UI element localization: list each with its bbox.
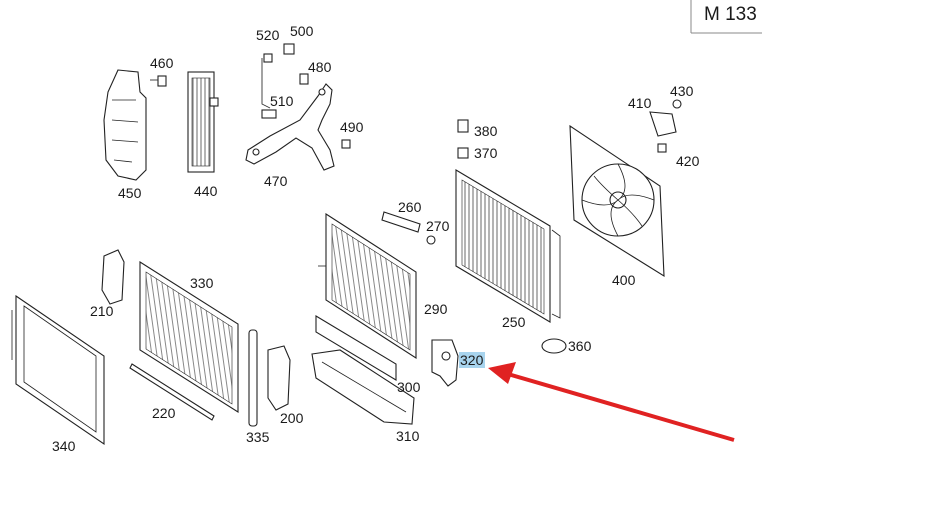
part-300-tank — [315, 315, 397, 381]
label-490: 490 — [340, 119, 364, 135]
part-480-bolt — [299, 73, 309, 85]
part-500-nut — [283, 43, 295, 55]
part-520-screw — [263, 53, 273, 63]
label-210: 210 — [90, 303, 114, 319]
label-330: 330 — [190, 275, 214, 291]
label-310: 310 — [396, 428, 420, 444]
label-500: 500 — [290, 23, 314, 39]
label-380: 380 — [474, 123, 498, 139]
label-430: 430 — [670, 83, 694, 99]
label-520: 520 — [256, 27, 280, 43]
label-420: 420 — [676, 153, 700, 169]
label-510: 510 — [270, 93, 294, 109]
part-335-tube — [248, 329, 258, 427]
diagram-title: M 133 — [704, 4, 757, 25]
part-410-bracket — [649, 111, 677, 137]
part-210-bracket — [101, 249, 125, 305]
label-270: 270 — [426, 218, 450, 234]
part-510-sleeve — [261, 109, 277, 119]
part-220-seal — [129, 363, 215, 421]
label-360: 360 — [568, 338, 592, 354]
label-340: 340 — [52, 438, 76, 454]
part-400-fan-shroud — [569, 124, 665, 278]
part-460-clip — [150, 75, 167, 87]
part-320-bracket — [431, 339, 459, 387]
part-450-cover — [103, 69, 147, 181]
label-220: 220 — [152, 405, 176, 421]
label-290: 290 — [424, 301, 448, 317]
part-340-frame — [11, 294, 105, 446]
part-260-sensor — [381, 211, 421, 233]
part-250-radiator — [455, 169, 561, 323]
part-470-bracket — [245, 58, 335, 171]
part-200-bracket — [267, 345, 291, 411]
label-200: 200 — [280, 410, 304, 426]
label-400: 400 — [612, 272, 636, 288]
label-260: 260 — [398, 199, 422, 215]
label-440: 440 — [194, 183, 218, 199]
label-460: 460 — [150, 55, 174, 71]
title-box: M 133 — [690, 0, 762, 34]
part-380-clip — [457, 119, 469, 133]
part-310-duct — [311, 349, 415, 425]
label-470: 470 — [264, 173, 288, 189]
part-430-nut — [672, 99, 682, 109]
label-320-highlight — [459, 352, 485, 368]
part-330-condenser — [139, 261, 239, 413]
label-300: 300 — [397, 379, 421, 395]
label-410: 410 — [628, 95, 652, 111]
label-320: 320 — [460, 352, 484, 368]
label-335: 335 — [246, 429, 270, 445]
label-480: 480 — [308, 59, 332, 75]
part-360-mount — [541, 338, 567, 354]
part-440-oil-cooler — [187, 71, 219, 173]
part-270-oring — [426, 235, 436, 245]
part-370-clip — [457, 147, 469, 159]
part-420-bolt — [657, 143, 667, 153]
part-290-radiator — [318, 212, 417, 360]
red-arrow — [488, 362, 735, 442]
label-370: 370 — [474, 145, 498, 161]
label-450: 450 — [118, 185, 142, 201]
label-250: 250 — [502, 314, 526, 330]
part-490-bolt — [341, 139, 351, 149]
